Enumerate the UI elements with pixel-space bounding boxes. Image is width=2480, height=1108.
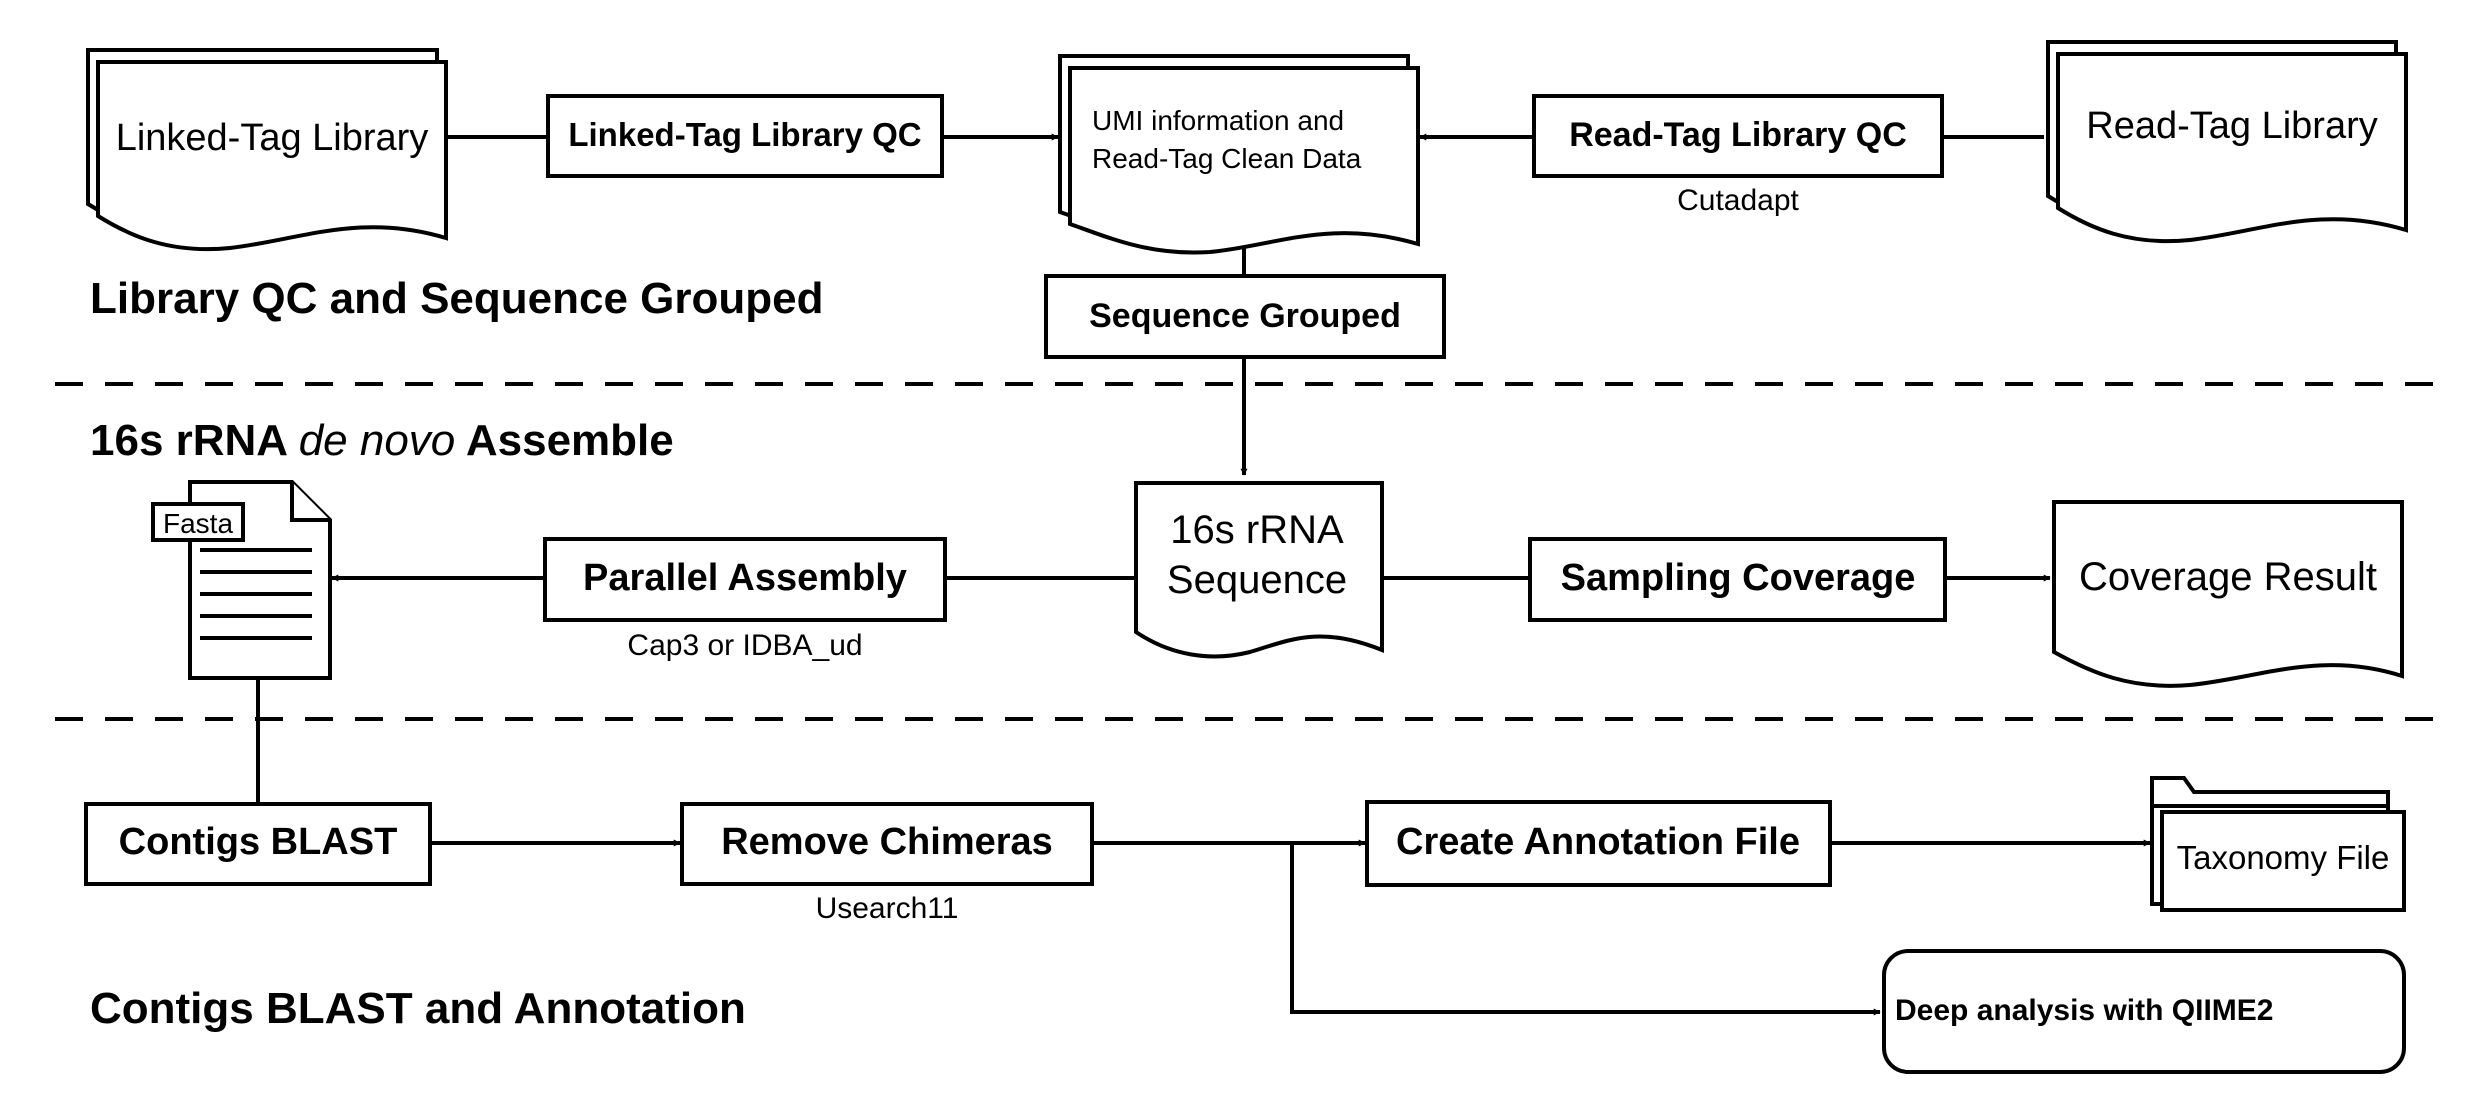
section-title-library-qc: Library QC and Sequence Grouped	[90, 274, 823, 323]
sequence-grouped-label: Sequence Grouped	[1089, 297, 1401, 335]
cutadapt-label: Cutadapt	[1677, 184, 1799, 217]
rrna-line1: 16s rRNA	[1170, 508, 1344, 552]
deep-analysis-label: Deep analysis with QIIME2	[1895, 994, 2273, 1027]
remove-chimeras-box: Remove Chimeras	[680, 802, 1094, 886]
coverage-result-doc: Coverage Result	[2052, 500, 2404, 688]
rrna-sequence-doc: 16s rRNA Sequence	[1134, 481, 1384, 659]
umi-clean-data-doc: UMI information and Read-Tag Clean Data	[1058, 54, 1420, 255]
sampling-coverage-label: Sampling Coverage	[1561, 557, 1916, 599]
linked-tag-qc-box: Linked-Tag Library QC	[546, 94, 944, 178]
cap3-label: Cap3 or IDBA_ud	[627, 629, 862, 662]
umi-line1: UMI information and	[1092, 105, 1344, 136]
read-tag-library-label: Read-Tag Library	[2086, 105, 2377, 147]
sequence-grouped-box: Sequence Grouped	[1044, 274, 1446, 359]
fasta-label: Fasta	[163, 508, 233, 539]
create-annotation-label: Create Annotation File	[1396, 821, 1800, 863]
taxonomy-folder-icon: Taxonomy File	[2150, 776, 2406, 912]
read-tag-qc-label: Read-Tag Library QC	[1569, 116, 1907, 154]
parallel-assembly-box: Parallel Assembly	[543, 537, 947, 622]
contigs-blast-label: Contigs BLAST	[119, 821, 398, 863]
connectors	[256, 133, 2151, 1016]
umi-line2: Read-Tag Clean Data	[1092, 143, 1362, 174]
rrna-line2: Sequence	[1167, 558, 1347, 602]
contigs-blast-box: Contigs BLAST	[84, 802, 432, 886]
section-title-blast: Contigs BLAST and Annotation	[90, 984, 746, 1033]
section-title-assemble: 16s rRNA de novo Assemble	[90, 416, 674, 465]
coverage-result-label: Coverage Result	[2079, 555, 2377, 599]
read-tag-library-doc: Read-Tag Library	[2046, 40, 2408, 244]
sampling-coverage-box: Sampling Coverage	[1528, 537, 1947, 622]
parallel-assembly-label: Parallel Assembly	[583, 557, 907, 599]
deep-analysis-box: Deep analysis with QIIME2	[1882, 949, 2406, 1074]
fasta-file-icon: Fasta	[151, 480, 332, 680]
linked-tag-qc-label: Linked-Tag Library QC	[568, 116, 921, 153]
taxonomy-file-label: Taxonomy File	[2177, 839, 2390, 876]
remove-chimeras-label: Remove Chimeras	[721, 821, 1053, 863]
edge-chimeras-to-qiime	[1290, 843, 1881, 1016]
read-tag-qc-box: Read-Tag Library QC	[1532, 94, 1944, 178]
linked-tag-library-label: Linked-Tag Library	[116, 117, 429, 159]
create-annotation-box: Create Annotation File	[1365, 800, 1832, 887]
linked-tag-library-doc: Linked-Tag Library	[86, 48, 448, 252]
usearch-label: Usearch11	[816, 892, 959, 925]
